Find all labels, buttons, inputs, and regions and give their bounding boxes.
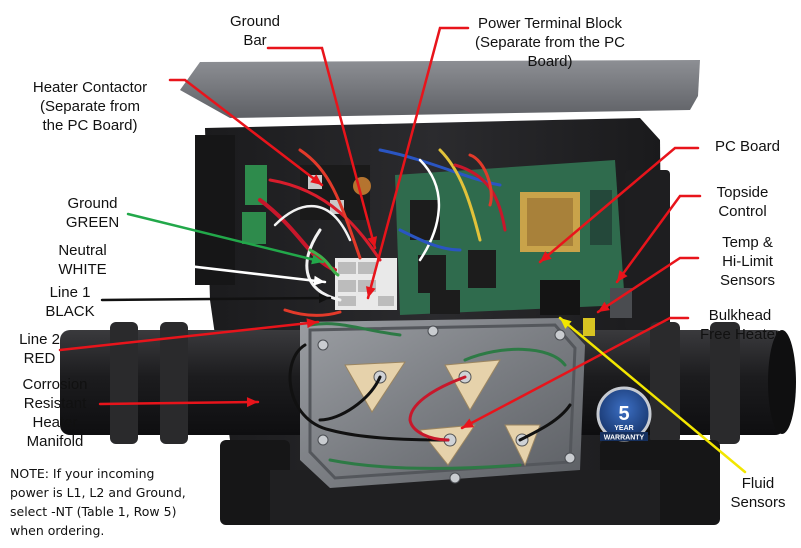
label-power-terminal-block: Power Terminal Block(Separate from the P… xyxy=(474,15,626,70)
badge-number: 5 xyxy=(618,403,629,425)
side-module xyxy=(625,170,670,330)
arrow-pc-board xyxy=(538,146,700,264)
arrow-ground-green xyxy=(126,212,325,264)
arrow-fluid-sensors-head xyxy=(560,318,572,329)
arrow-line1-black-head xyxy=(318,293,330,304)
green-terminal xyxy=(245,165,267,205)
arrow-temp-hilimit-head xyxy=(598,301,610,312)
heater-housing xyxy=(300,318,585,488)
arrow-line2-red xyxy=(58,320,320,352)
arrow-line2-red-head xyxy=(306,318,318,329)
arrow-bulkhead-heater xyxy=(460,316,690,430)
wiring xyxy=(258,148,507,317)
arrow-neutral-white-head xyxy=(313,275,325,286)
arrow-manifold xyxy=(98,400,260,406)
arrow-topside-control xyxy=(615,194,702,284)
lid xyxy=(180,60,700,118)
arrow-ground-green-head xyxy=(311,254,323,265)
label-pc-board: PC Board xyxy=(714,138,781,155)
warranty-badge: 5 YEAR WARRANTY xyxy=(596,386,652,442)
leader-arrows xyxy=(58,26,747,474)
badge-warranty: WARRANTY xyxy=(604,435,645,442)
relay xyxy=(410,200,440,240)
arrow-pc-board-head xyxy=(540,251,552,262)
arrow-ground-bar-head xyxy=(367,236,378,248)
arrow-fluid-sensors xyxy=(558,316,747,474)
arrow-topside-control-head xyxy=(617,270,628,282)
arrow-ground-bar xyxy=(266,46,377,250)
arrow-temp-hilimit xyxy=(596,256,700,314)
arrow-heater-contactor xyxy=(168,78,324,187)
arrow-heater-contactor-head xyxy=(310,174,322,185)
enclosure-side xyxy=(195,135,235,285)
arrow-neutral-white xyxy=(118,256,327,284)
arrow-line1-black xyxy=(100,296,332,302)
arrow-power-terminal-head xyxy=(366,286,376,298)
badge-year: YEAR xyxy=(614,425,633,432)
arrow-power-terminal xyxy=(366,26,470,300)
arrow-manifold-head xyxy=(246,397,258,408)
arrow-bulkhead-heater-head xyxy=(462,418,475,428)
